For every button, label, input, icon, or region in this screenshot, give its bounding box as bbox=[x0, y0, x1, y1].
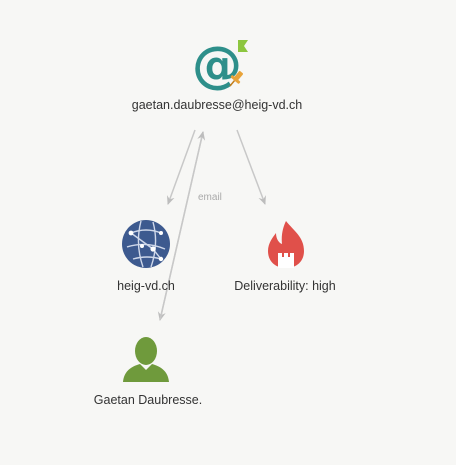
edge-email-deliverability[interactable] bbox=[236, 129, 266, 205]
edge-label-email: email bbox=[198, 192, 222, 203]
person-node-label: Gaetan Daubresse. bbox=[93, 393, 203, 407]
deliverability-node[interactable] bbox=[264, 219, 308, 269]
edge-email-domain[interactable] bbox=[166, 129, 196, 205]
email-node[interactable]: @ bbox=[192, 36, 252, 94]
person-node[interactable] bbox=[121, 334, 171, 384]
domain-node-label: heig-vd.ch bbox=[117, 279, 175, 293]
fire-wall-icon bbox=[268, 221, 304, 268]
deliverability-node-label: Deliverability: high bbox=[234, 279, 336, 293]
email-at-icon: @ bbox=[192, 36, 248, 94]
domain-node[interactable] bbox=[121, 219, 171, 269]
edge-person-email[interactable] bbox=[159, 131, 206, 321]
person-icon bbox=[123, 337, 169, 382]
email-node-label: gaetan.daubresse@heig-vd.ch bbox=[131, 98, 303, 112]
globe-network-icon bbox=[122, 220, 170, 268]
svg-text:@: @ bbox=[192, 38, 242, 94]
